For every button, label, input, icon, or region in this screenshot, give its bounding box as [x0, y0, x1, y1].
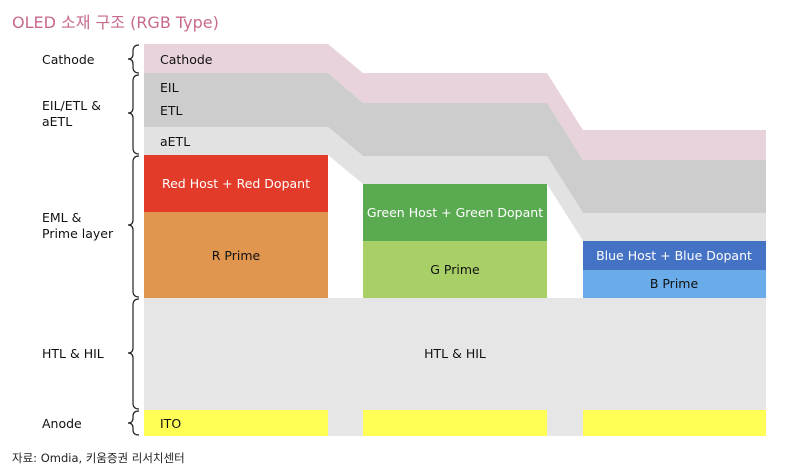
layer-label-htl-hil: HTL & HIL — [424, 346, 486, 361]
layer-htl-hil — [144, 298, 766, 410]
label-red-host: Red Host + Red Dopant — [162, 176, 310, 191]
source-note: 자료: Omdia, 키움증권 리서치센터 — [12, 451, 185, 465]
bracket-eil-etl-aetl — [127, 74, 140, 155]
layer-label-etl: ETL — [160, 103, 183, 118]
layer-ito-green — [363, 410, 547, 436]
label-green-prime: G Prime — [430, 262, 480, 277]
bracket-eml-prime — [127, 155, 140, 298]
blue-prime-layer — [583, 270, 766, 298]
label-green-host: Green Host + Green Dopant — [367, 205, 543, 220]
label-blue-prime: B Prime — [650, 276, 699, 291]
layer-label-aetl: aETL — [160, 134, 190, 149]
green-host-dopant-layer — [363, 184, 547, 241]
red-prime-layer — [144, 212, 328, 298]
red-host-dopant-layer — [144, 155, 328, 212]
layer-label-eil: EIL — [160, 80, 179, 95]
bracket-cathode — [127, 44, 140, 74]
layer-ito-red — [144, 410, 328, 436]
layer-eil-etl — [144, 73, 766, 213]
bracket-anode — [127, 410, 140, 436]
figure-title: OLED 소재 구조 (RGB Type) — [12, 13, 219, 32]
green-prime-layer — [363, 241, 547, 298]
group-label-eml-line1: EML & — [42, 210, 82, 225]
group-label-anode: Anode — [42, 416, 82, 431]
group-label-eil-etl-line1: EIL/ETL & — [42, 98, 101, 113]
layer-label-ito: ITO — [160, 416, 181, 431]
label-blue-host: Blue Host + Blue Dopant — [596, 248, 752, 263]
group-label-cathode: Cathode — [42, 52, 95, 67]
blue-host-dopant-layer — [583, 241, 766, 270]
group-label-eml-line2: Prime layer — [42, 226, 114, 241]
bracket-htl-hil — [127, 298, 140, 410]
group-label-eil-etl-line2: aETL — [42, 114, 72, 129]
layer-label-cathode: Cathode — [160, 52, 213, 67]
label-red-prime: R Prime — [212, 248, 261, 263]
layer-ito-blue — [583, 410, 766, 436]
group-label-htl-hil: HTL & HIL — [42, 346, 104, 361]
